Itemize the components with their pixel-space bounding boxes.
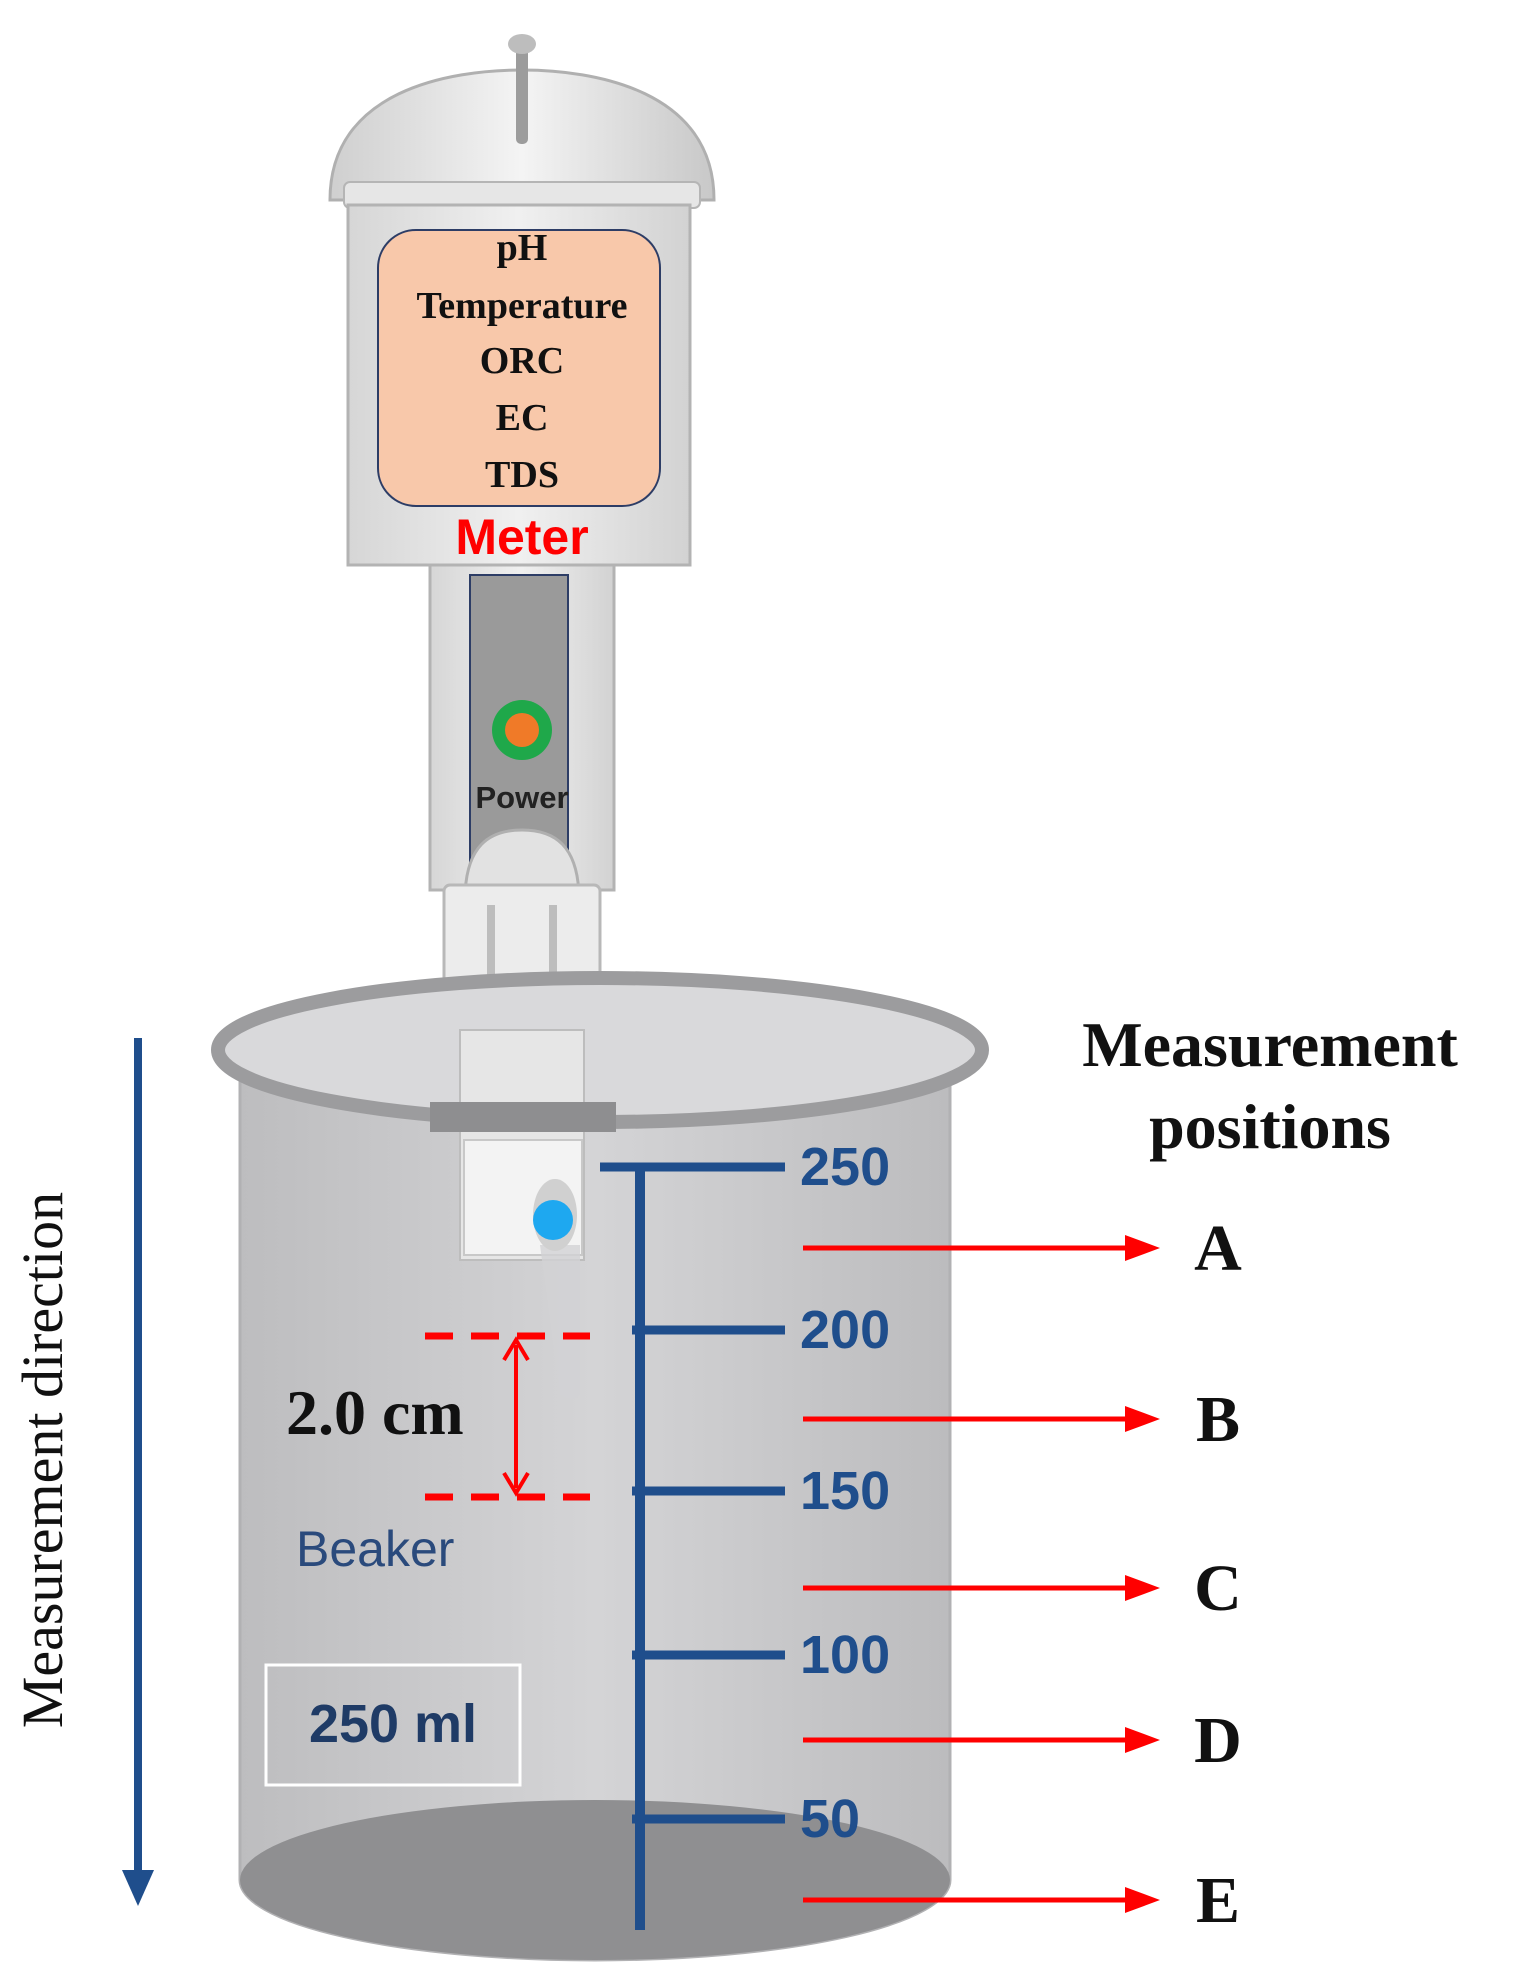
capacity-label: 250 ml (309, 1694, 477, 1754)
reading-ec: EC (496, 397, 549, 439)
meter-body (346, 203, 692, 567)
reading-orc: ORC (480, 340, 564, 382)
sensor-drop-icon (533, 1200, 573, 1240)
reading-ph: pH (497, 227, 548, 269)
probe-clamp (430, 1102, 616, 1132)
position-label-b: B (1196, 1383, 1240, 1456)
direction-arrow (122, 1038, 154, 1906)
position-label-e: E (1196, 1864, 1240, 1937)
position-arrows (803, 1235, 1160, 1913)
power-label: Power (475, 780, 568, 815)
gap-label: 2.0 cm (286, 1377, 464, 1448)
meter-cap (328, 34, 716, 209)
meter-screen (377, 229, 661, 507)
scale-label-150: 150 (800, 1461, 890, 1521)
positions-title-line1: Measurement (1082, 1009, 1458, 1080)
scale-label-250: 250 (800, 1137, 890, 1197)
beaker-rim (211, 971, 989, 1129)
capacity-box (264, 1663, 522, 1787)
beaker-label: Beaker (296, 1521, 454, 1577)
position-arrowhead-b (1125, 1406, 1160, 1432)
direction-label: Measurement direction (10, 1192, 75, 1728)
scale-label-100: 100 (800, 1625, 890, 1685)
position-arrowhead-e (1125, 1887, 1160, 1913)
position-label-c: C (1194, 1552, 1242, 1625)
probe-stem (430, 1029, 616, 1399)
reading-temperature: Temperature (416, 285, 627, 327)
position-labels: A B C D E (1194, 1212, 1242, 1937)
positions-title-line2: positions (1149, 1091, 1391, 1162)
position-arrowhead-d (1125, 1727, 1160, 1753)
reading-tds: TDS (485, 454, 559, 496)
meter-label: Meter (455, 509, 588, 565)
scale-label-50: 50 (800, 1789, 860, 1849)
position-label-d: D (1194, 1704, 1242, 1777)
scale-ticks (600, 1162, 785, 1824)
position-arrowhead-c (1125, 1575, 1160, 1601)
position-label-a: A (1194, 1212, 1242, 1285)
scale-labels: 250 200 150 100 50 (800, 1137, 890, 1849)
gap-marker (425, 1332, 590, 1501)
scale-label-200: 200 (800, 1300, 890, 1360)
position-arrowhead-a (1125, 1235, 1160, 1261)
